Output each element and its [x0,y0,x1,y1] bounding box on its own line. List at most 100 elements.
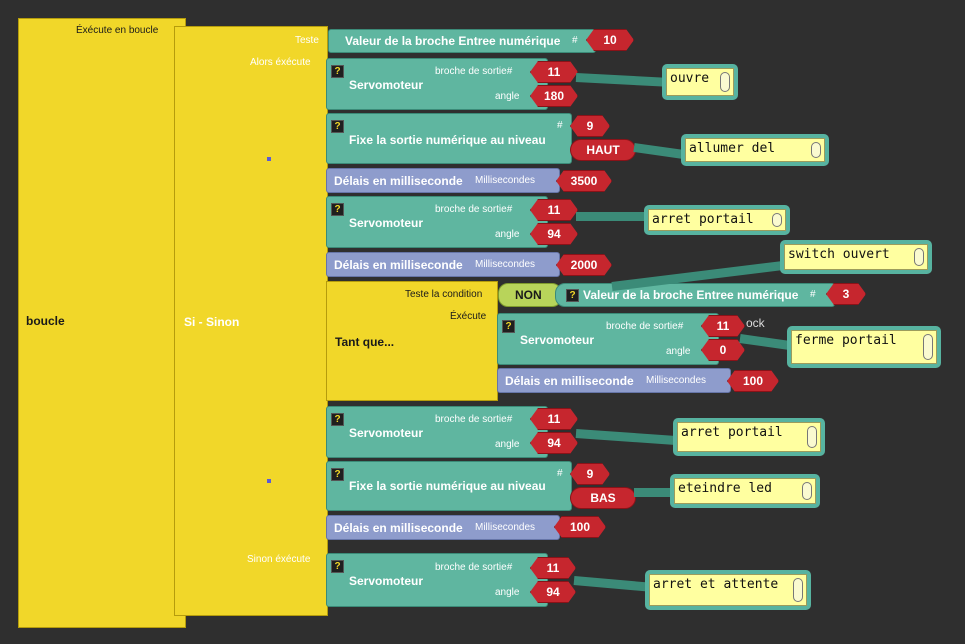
test-pin-value[interactable]: 10 [586,29,634,51]
servo-block-2[interactable]: ? Servomoteur broche de sortie# angle [326,196,548,248]
delay-ms-label: Millisecondes [475,259,536,270]
help-icon[interactable]: ? [331,468,344,481]
comment-text[interactable]: eteindre led [674,478,816,504]
test-read-pin-block[interactable]: Valeur de la broche Entree numérique # [328,29,596,53]
servo-label: Servomoteur [349,574,424,588]
comment-text[interactable]: arret et attente [649,574,807,606]
comment-connector [573,576,651,592]
not-block[interactable]: NON [498,283,562,307]
comment-connector [633,143,687,160]
delay-label: Délais en milliseconde [334,174,463,188]
digital-write-label: Fixe la sortie numérique au niveau [349,479,546,493]
servo-pin-label: broche de sortie# [435,562,513,573]
digital-write-block-1[interactable]: ? Fixe la sortie numérique au niveau # [326,113,572,164]
ifelse-block[interactable]: Si - Sinon Teste Alors éxécute Sinon éxé… [174,26,328,616]
servo-pin-label: broche de sortie# [435,66,513,77]
while-cond-label: Teste la condition [405,289,483,300]
servo-pin-value[interactable]: 11 [530,408,578,430]
servo-pin-label: broche de sortie# [435,204,513,215]
digital-pin-value[interactable]: 9 [570,115,610,137]
ifelse-else-label: Sinon éxécute [247,554,311,565]
help-icon[interactable]: ? [566,289,579,302]
hash-label: # [810,289,816,300]
servo-block-3[interactable]: ? Servomoteur broche de sortie# angle [497,313,719,365]
delay-block-2[interactable]: Délais en milliseconde Millisecondes [326,252,560,277]
servo-block-5[interactable]: ? Servomoteur broche de sortie# angle [326,553,548,607]
while-read-label: Valeur de la broche Entree numérique [583,288,799,302]
comment-text[interactable]: arret portail [648,209,786,231]
ifelse-then-label: Alors éxécute [250,57,311,68]
comment-box[interactable]: eteindre led [670,474,820,508]
hash-label: # [557,120,563,131]
delay-value[interactable]: 100 [554,516,606,538]
not-label: NON [515,288,542,302]
delay-label: Délais en milliseconde [505,374,634,388]
servo-pin-value[interactable]: 11 [701,315,745,337]
servo-angle-label: angle [495,439,520,450]
comment-text[interactable]: ferme portail [791,330,937,364]
comment-box[interactable]: ouvre [662,64,738,100]
servo-angle-value[interactable]: 94 [530,581,576,603]
servo-angle-value[interactable]: 94 [530,432,578,454]
hash-label: # [557,468,563,479]
loop-block[interactable]: boucle Éxécute en boucle [18,18,186,628]
servo-block-1[interactable]: ? Servomoteur broche de sortie# angle [326,58,548,110]
loop-exec-label: Éxécute en boucle [76,25,159,36]
delay-ms-label: Millisecondes [646,375,707,386]
comment-connector [634,488,676,497]
servo-angle-label: angle [495,587,520,598]
servo-pin-label: broche de sortie# [435,414,513,425]
servo-label: Servomoteur [349,426,424,440]
comment-box[interactable]: arret et attente [645,570,811,610]
digital-pin-value[interactable]: 9 [570,463,610,485]
comment-box[interactable]: arret portail [644,205,790,235]
servo-angle-label: angle [495,91,520,102]
digital-write-block-2[interactable]: ? Fixe la sortie numérique au niveau # [326,461,572,511]
servo-angle-value[interactable]: 0 [701,339,745,361]
comment-box[interactable]: allumer del [681,134,829,166]
comment-box[interactable]: arret portail [673,418,825,456]
servo-pin-value[interactable]: 11 [530,61,578,83]
delay-label: Délais en milliseconde [334,521,463,535]
test-read-label: Valeur de la broche Entree numérique [345,34,561,48]
while-block[interactable]: Tant que... Teste la condition Éxécute [326,281,498,401]
delay-value[interactable]: 3500 [556,170,612,192]
comment-text[interactable]: arret portail [677,422,821,452]
servo-block-4[interactable]: ? Servomoteur broche de sortie# angle [326,406,548,458]
comment-box[interactable]: ferme portail [787,326,941,368]
servo-pin-value[interactable]: 11 [530,199,578,221]
digital-level-value[interactable]: BAS [570,487,636,509]
servo-angle-value[interactable]: 180 [530,85,578,107]
while-label: Tant que... [335,335,395,349]
delay-value[interactable]: 100 [727,370,779,392]
comment-text[interactable]: switch ouvert [784,244,928,270]
while-exec-label: Éxécute [450,311,487,322]
comment-text[interactable]: allumer del [685,138,825,162]
help-icon[interactable]: ? [331,203,344,216]
help-icon[interactable]: ? [331,120,344,133]
servo-label: Servomoteur [349,216,424,230]
ifelse-test-label: Teste [295,35,319,46]
while-pin-value[interactable]: 3 [826,283,866,305]
digital-level-value[interactable]: HAUT [570,139,636,161]
servo-label: Servomoteur [520,333,595,347]
comment-box[interactable]: switch ouvert [780,240,932,274]
servo-pin-value[interactable]: 11 [530,557,576,579]
servo-pin-label: broche de sortie# [606,321,684,332]
servo-angle-label: angle [495,229,520,240]
delay-block-1[interactable]: Délais en milliseconde Millisecondes [326,168,560,193]
help-icon[interactable]: ? [331,413,344,426]
digital-write-label: Fixe la sortie numérique au niveau [349,133,546,147]
servo-angle-value[interactable]: 94 [530,223,578,245]
help-icon[interactable]: ? [331,65,344,78]
help-icon[interactable]: ? [502,320,515,333]
help-icon[interactable]: ? [331,560,344,573]
comment-text[interactable]: ouvre [666,68,734,96]
delay-block-4[interactable]: Délais en milliseconde Millisecondes [326,515,560,540]
while-read-pin-block[interactable]: ? Valeur de la broche Entree numérique # [555,283,835,307]
servo-label: Servomoteur [349,78,424,92]
delay-block-3[interactable]: Délais en milliseconde Millisecondes [497,368,731,393]
comment-connector [739,334,793,351]
delay-value[interactable]: 2000 [556,254,612,276]
selection-marker [267,479,271,483]
